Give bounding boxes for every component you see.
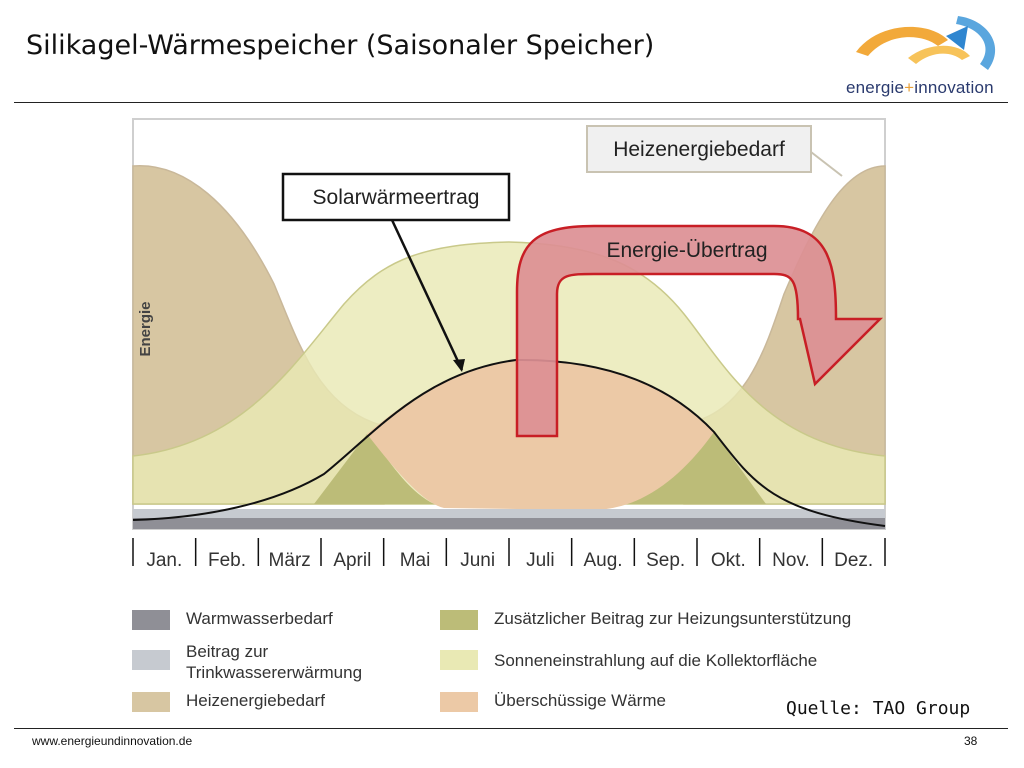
drinking-water-area [133, 509, 885, 518]
month-label: Juni [460, 550, 495, 571]
legend-label: Überschüssige Wärme [494, 691, 666, 710]
legend-swatch [132, 610, 170, 630]
legend-swatch [132, 692, 170, 712]
energy-transfer-arrow: Energie-Übertrag [515, 224, 884, 438]
energy-diagram-svg: Energie Jan. Feb. März April Mai Juni Juli Aug.… [132, 118, 886, 571]
legend-label: Zusätzlicher Beitrag zur Heizungsunterst… [494, 609, 852, 628]
legend-label: Heizenergiebedarf [186, 691, 325, 710]
energy-transfer-label: Energie-Übertrag [606, 239, 767, 262]
y-axis-label: Energie [137, 301, 154, 356]
logo-swirl-icon [856, 16, 996, 70]
legend-swatch [440, 610, 478, 630]
logo-word-energie: energie [846, 78, 905, 97]
legend-label: Sonneneinstrahlung auf die Kollektorfläc… [494, 651, 818, 670]
month-label: Mai [400, 550, 431, 571]
solar-yield-callout: Solarwärmeertrag [281, 172, 511, 372]
month-label: Feb. [208, 550, 246, 571]
legend-label: Warmwasserbedarf [186, 609, 333, 628]
additional-heating-area-right [604, 432, 766, 504]
legend-swatch [132, 650, 170, 670]
month-label: März [269, 550, 311, 571]
heating-demand-callout: Heizenergiebedarf [586, 125, 843, 177]
month-label: Nov. [772, 550, 810, 571]
heating-demand-label: Heizenergiebedarf [613, 138, 785, 161]
month-axis: Jan. Feb. März April Mai Juni Juli Aug. Sep. Okt.… [132, 538, 886, 571]
page-number: 38 [964, 734, 978, 748]
month-label: Okt. [711, 550, 746, 571]
legend-label: Beitrag zur Trinkwassererwärmung [186, 642, 363, 682]
month-label: Sep. [646, 550, 685, 571]
legend-swatch [440, 650, 478, 670]
month-label: Juli [526, 550, 555, 571]
logo-wordmark: energie+innovation [846, 78, 994, 98]
month-label: Dez. [834, 550, 873, 571]
logo-plus: + [904, 78, 915, 97]
hot-water-area [133, 518, 885, 529]
footer-divider [14, 728, 1008, 729]
month-label: April [333, 550, 371, 571]
additional-heating-area [314, 434, 434, 504]
month-label: Aug. [583, 550, 622, 571]
energy-diagram: Energie Jan. Feb. März April Mai Juni Juli Aug.… [124, 114, 894, 588]
page-title: Silikagel-Wärmespeicher (Saisonaler Spei… [26, 30, 655, 61]
header-divider [14, 102, 1008, 103]
month-label: Jan. [146, 550, 182, 571]
source-caption: Quelle: TAO Group [786, 698, 971, 719]
legend-swatch [440, 692, 478, 712]
company-logo: energie+innovation [838, 12, 1010, 100]
solar-yield-label: Solarwärmeertrag [313, 186, 480, 209]
footer-url[interactable]: www.energieundinnovation.de [32, 734, 193, 748]
logo-word-innovation: innovation [914, 78, 994, 97]
